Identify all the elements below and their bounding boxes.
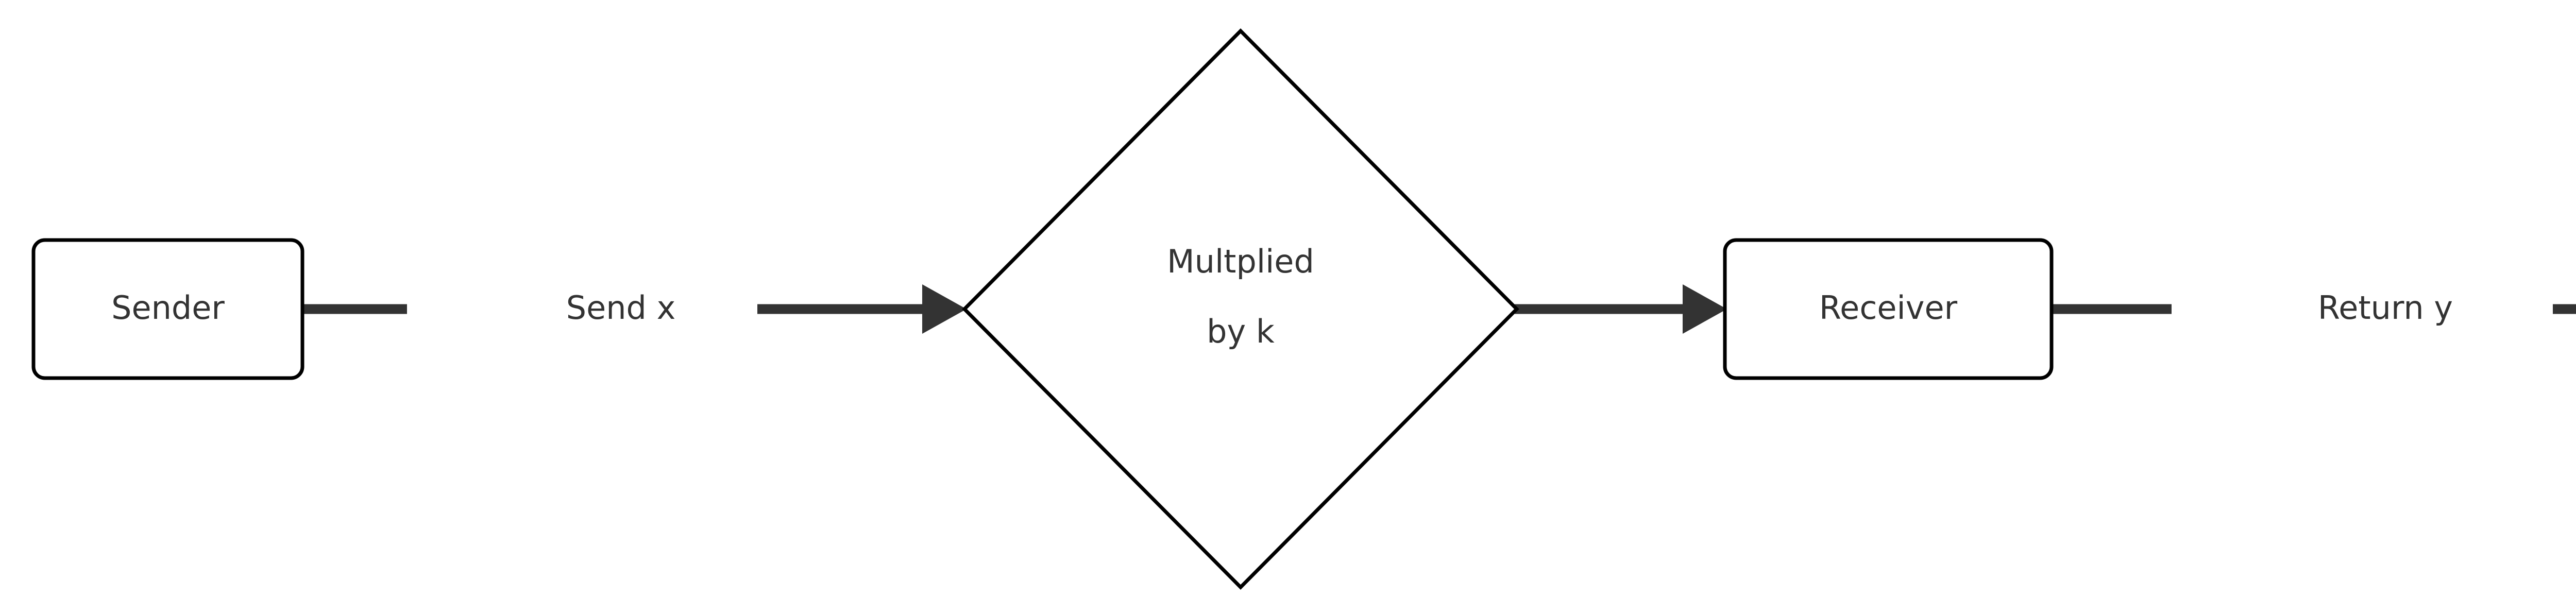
edge-label-send-x: Send x — [566, 289, 676, 327]
multiplier-label-line1: Multplied — [1167, 243, 1314, 280]
edge-receiver-to-result — [2053, 304, 2576, 314]
receiver-label: Receiver — [1819, 289, 1958, 327]
sender-label: Sender — [111, 289, 225, 327]
node-receiver[interactable]: Receiver — [1723, 238, 2054, 380]
multiplier-diamond-shape[interactable] — [962, 28, 1519, 590]
arrowhead-icon-2 — [1683, 284, 1727, 334]
receiver-box-shape[interactable] — [1723, 238, 2054, 380]
node-multiplier[interactable]: Multplied by k — [962, 28, 1519, 590]
multiplier-label-line2: by k — [1207, 313, 1275, 350]
node-sender[interactable]: Sender — [31, 238, 304, 380]
edge-sender-to-multiplier — [304, 284, 967, 334]
edge-label-return-y: Return y — [2318, 289, 2453, 327]
sender-box-shape[interactable] — [31, 238, 304, 380]
arrowhead-icon-1 — [922, 284, 967, 334]
edge-multiplier-to-receiver — [1515, 284, 1727, 334]
